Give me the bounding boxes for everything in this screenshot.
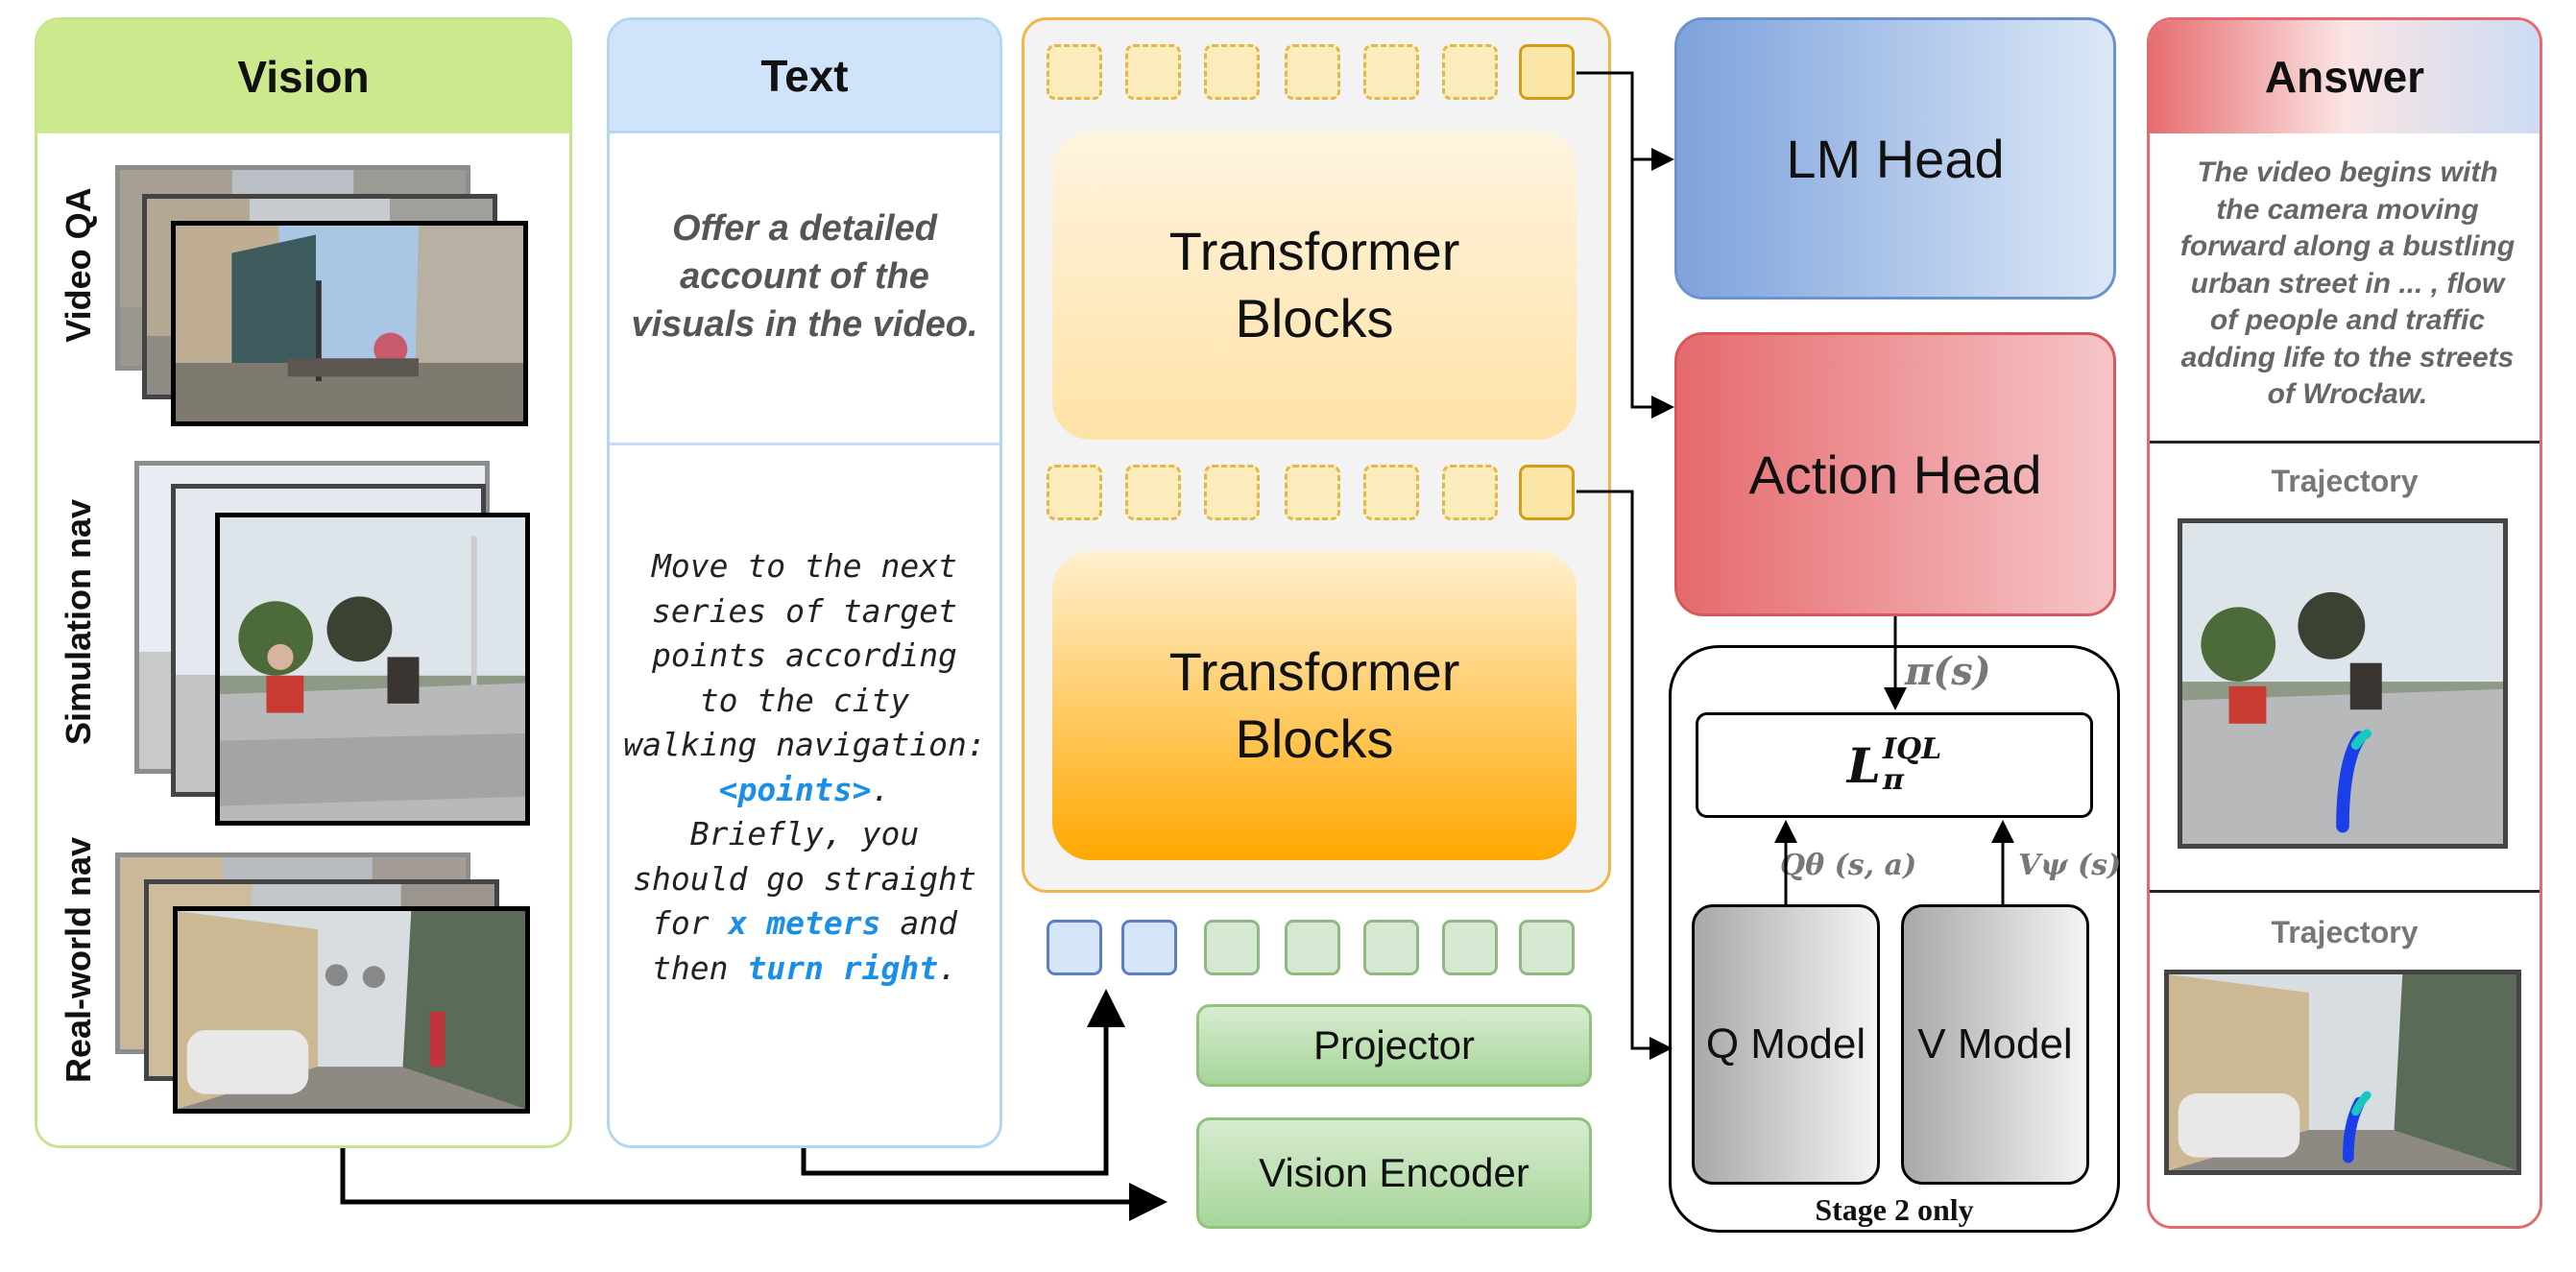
real-nav-frame-front xyxy=(173,906,530,1114)
video-qa-frame-front xyxy=(171,221,528,426)
nav-prompt-line: Move to the next xyxy=(652,547,957,585)
answer-line: The video begins with xyxy=(2197,156,2498,188)
caption-prompt-line: account of the xyxy=(680,256,929,297)
nav-prompt-line: for x meters and xyxy=(610,901,999,947)
caption-prompt-line: visuals in the video. xyxy=(631,304,978,345)
trajectory-sim-image xyxy=(2178,518,2508,849)
trajectory-real-image xyxy=(2164,970,2521,1175)
nav-prompt-line: walking navigation: xyxy=(623,726,986,763)
q-model-block: Q Model xyxy=(1692,904,1880,1185)
hidden-token-last xyxy=(1519,465,1575,520)
nav-prompt-text: . xyxy=(871,770,891,808)
output-token xyxy=(1125,44,1181,100)
q-value-label: Qθ (s, a) xyxy=(1780,849,1917,882)
stage-2-label: Stage 2 only xyxy=(1815,1192,1974,1227)
block-label: Transformer xyxy=(1168,221,1460,281)
turn-token: turn right xyxy=(747,948,939,987)
loss-superscript: IQL xyxy=(1882,732,1942,766)
nav-prompt-line: points according xyxy=(652,636,957,674)
vision-input-token xyxy=(1363,920,1419,975)
meters-token: x meters xyxy=(728,904,881,942)
vision-input-token xyxy=(1442,920,1498,975)
answer-divider xyxy=(2150,890,2540,893)
vision-encoder-block: Vision Encoder xyxy=(1196,1117,1592,1229)
block-label: Blocks xyxy=(1235,288,1394,348)
lm-head-block: LM Head xyxy=(1674,17,2116,300)
hidden-token xyxy=(1204,465,1260,520)
output-token xyxy=(1442,44,1498,100)
output-token xyxy=(1047,44,1102,100)
nav-prompt-line: <points>. xyxy=(610,768,999,813)
nav-prompt-text: and xyxy=(880,904,957,942)
v-value-label: Vψ (s) xyxy=(2018,849,2122,882)
action-head-block: Action Head xyxy=(1674,332,2116,616)
output-token xyxy=(1204,44,1260,100)
answer-line: of Wrocław. xyxy=(2267,378,2428,410)
caption-prompt: Offer a detailed account of the visuals … xyxy=(610,204,999,348)
nav-prompt-text: for xyxy=(652,904,729,942)
answer-caption: The video begins with the camera moving … xyxy=(2155,155,2540,414)
nav-prompt-line: series of target xyxy=(652,591,957,630)
hidden-token xyxy=(1125,465,1181,520)
hidden-token xyxy=(1285,465,1340,520)
block-label: Blocks xyxy=(1235,708,1394,769)
hidden-token xyxy=(1047,465,1102,520)
vision-input-token xyxy=(1285,920,1340,975)
text-input-token xyxy=(1047,920,1102,975)
v-model-block: V Model xyxy=(1901,904,2089,1185)
nav-prompt-line: should go straight xyxy=(633,859,976,898)
text-title: Text xyxy=(610,20,999,133)
block-label: Transformer xyxy=(1168,641,1460,702)
points-token: <points> xyxy=(718,770,872,808)
caption-prompt-line: Offer a detailed xyxy=(672,208,937,249)
vision-title: Vision xyxy=(37,20,569,133)
output-token-last xyxy=(1519,44,1575,100)
hidden-token xyxy=(1442,465,1498,520)
navigation-prompt: Move to the next series of target points… xyxy=(610,544,999,991)
policy-label: π(s) xyxy=(1905,649,1991,694)
answer-line: adding life to the streets xyxy=(2180,341,2515,373)
nav-prompt-line: Briefly, you xyxy=(689,815,920,852)
loss-subscript: π xyxy=(1882,763,1904,797)
text-input-token xyxy=(1121,920,1177,975)
hidden-token xyxy=(1363,465,1419,520)
trajectory-label-real: Trajectory xyxy=(2271,915,2419,949)
output-token xyxy=(1285,44,1340,100)
nav-prompt-text: . xyxy=(938,948,957,987)
nav-prompt-line: then turn right. xyxy=(610,947,999,992)
answer-line: urban street in ... , flow xyxy=(2190,267,2505,300)
answer-title: Answer xyxy=(2150,20,2540,133)
vision-input-token xyxy=(1204,920,1260,975)
nav-prompt-text: then xyxy=(652,948,748,987)
vision-input-token xyxy=(1519,920,1575,975)
output-token xyxy=(1363,44,1419,100)
answer-line: forward along a bustling xyxy=(2179,230,2516,262)
answer-line: of people and traffic xyxy=(2209,304,2486,336)
loss-symbol: L xyxy=(1846,736,1881,794)
sim-nav-frame-front xyxy=(215,513,530,826)
trajectory-label-sim: Trajectory xyxy=(2271,464,2419,498)
text-panel: Text Offer a detailed account of the vis… xyxy=(607,17,1002,1148)
text-divider xyxy=(610,443,999,445)
answer-line: the camera moving xyxy=(2216,193,2479,226)
projector-block: Projector xyxy=(1196,1004,1592,1087)
nav-prompt-line: to the city xyxy=(699,681,910,719)
answer-divider xyxy=(2150,441,2540,444)
